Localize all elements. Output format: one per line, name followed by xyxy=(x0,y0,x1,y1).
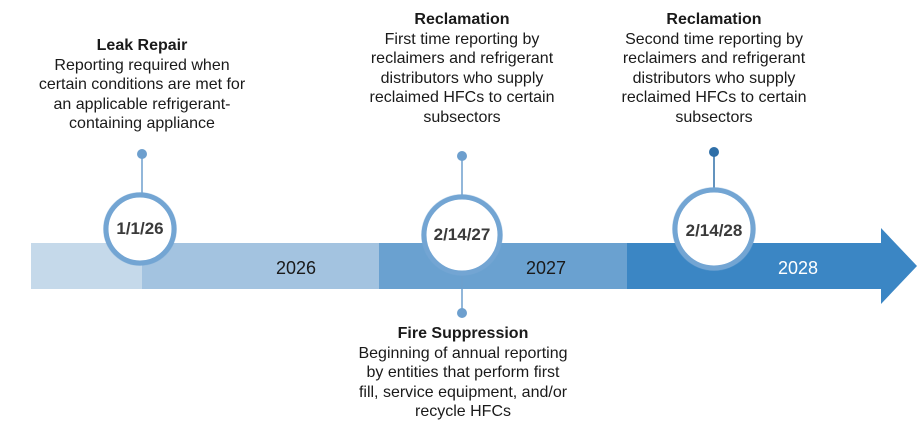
event-title: Leak Repair xyxy=(96,37,188,54)
event-body-line: containing appliance xyxy=(69,115,215,132)
milestone-date-1: 1/1/26 xyxy=(116,219,164,238)
event-body-line: reclaimers and refrigerant xyxy=(370,50,554,67)
event-body-line: subsectors xyxy=(423,108,501,126)
connector-fire-suppression xyxy=(457,270,467,318)
milestone-date-2: 2/14/27 xyxy=(433,225,491,244)
event-body-line: distributors who supply xyxy=(380,69,544,87)
event-body-line: reclaimers and refrigerant xyxy=(622,50,806,67)
event-fire-suppression: Fire Suppression Beginning of annual rep… xyxy=(332,324,594,422)
event-body-line: subsectors xyxy=(675,108,753,126)
event-reclamation-2027: Reclamation First time reporting by recl… xyxy=(342,10,582,127)
event-title: Fire Suppression xyxy=(397,325,529,342)
event-title: Reclamation xyxy=(666,11,762,28)
event-body-line: Second time reporting by xyxy=(625,30,803,48)
event-reclamation-2028: Reclamation Second time reporting by rec… xyxy=(594,10,834,127)
event-body-line: First time reporting by xyxy=(384,30,540,48)
event-body-line: reclaimed HFCs to certain xyxy=(621,89,807,106)
year-label-2026: 2026 xyxy=(276,258,317,278)
milestone-circle-3 xyxy=(672,187,756,271)
milestone-date-3: 2/14/28 xyxy=(685,221,743,240)
event-body-line: an applicable refrigerant- xyxy=(53,95,231,113)
connector-reclamation-2027 xyxy=(457,151,467,200)
timeline-segment-2028 xyxy=(627,243,882,289)
year-label-2028: 2028 xyxy=(778,258,819,278)
timeline-arrow-head xyxy=(881,228,917,304)
event-body-line: Reporting required when xyxy=(54,56,230,74)
event-leak-repair: Leak Repair Reporting required when cert… xyxy=(22,36,262,134)
event-body-line: fill, service equipment, and/or xyxy=(358,383,568,401)
event-body-line: distributors who supply xyxy=(632,69,796,87)
timeline-segment-2026 xyxy=(142,243,380,289)
event-body-line: Beginning of annual reporting xyxy=(358,344,568,362)
timeline-segment-2027 xyxy=(379,243,628,289)
year-label-2027: 2027 xyxy=(526,258,567,278)
event-body-line: recycle HFCs xyxy=(414,403,511,420)
milestone-circle-1 xyxy=(103,192,177,266)
event-body-line: by entities that perform first xyxy=(366,364,560,381)
event-body-line: reclaimed HFCs to certain xyxy=(369,89,555,106)
event-title: Reclamation xyxy=(414,11,510,28)
event-body-line: certain conditions are met for xyxy=(38,76,246,93)
milestone-circle-2 xyxy=(421,194,503,276)
connector-leak-repair xyxy=(137,149,147,196)
